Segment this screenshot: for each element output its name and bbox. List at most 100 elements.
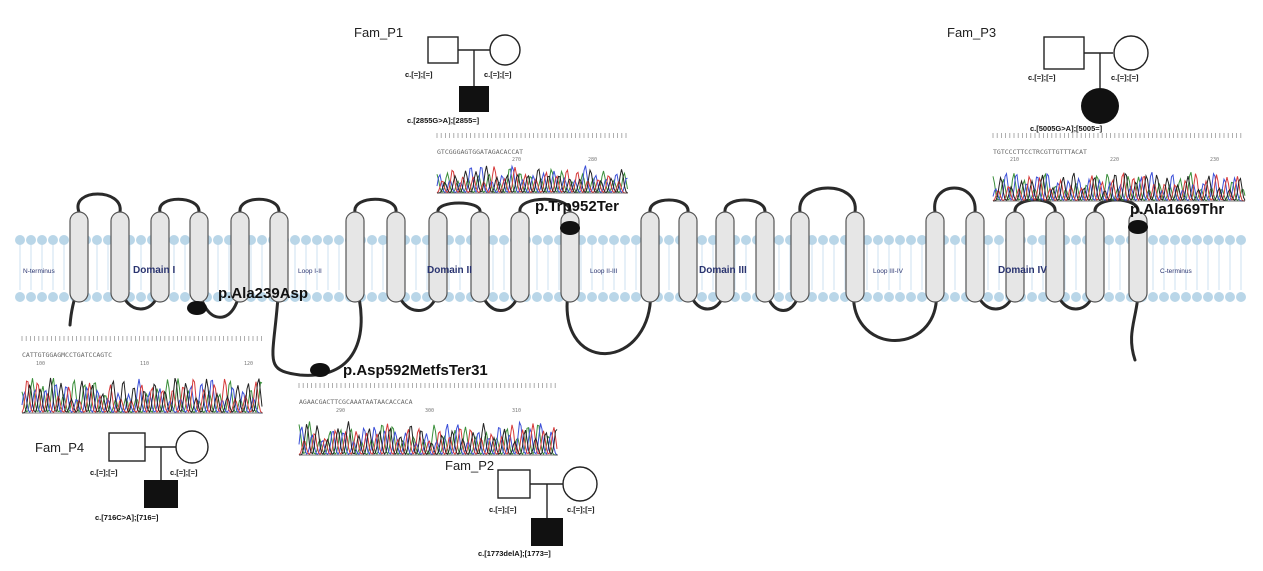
lipid-head-bottom xyxy=(1027,292,1037,302)
lipid-head-bottom xyxy=(884,292,894,302)
fam-p1-mother-symbol xyxy=(489,34,521,66)
lipid-head-top xyxy=(1192,235,1202,245)
fam-p1-proband-symbol xyxy=(459,86,489,112)
transmembrane-helix xyxy=(386,211,406,303)
asp592-base-ticks xyxy=(298,383,556,388)
trace-c xyxy=(992,172,1245,202)
domain-ii-label: Domain II xyxy=(427,265,472,276)
trp952ter-sequence: GTCGGGAGTGGATAGACACCAT xyxy=(437,148,523,156)
d1-extracellular-loop-3 xyxy=(238,197,281,214)
ala1669thr-position-1: 210 xyxy=(1010,157,1019,163)
lipid-head-bottom xyxy=(1214,292,1224,302)
trace-t xyxy=(21,378,263,414)
transmembrane-helix xyxy=(345,211,365,303)
lipid-head-top xyxy=(1104,235,1114,245)
lipid-head-bottom xyxy=(807,292,817,302)
fam-p4-mother-symbol xyxy=(175,430,209,464)
lipid-head-top xyxy=(1214,235,1224,245)
fam-p1-title: Fam_P1 xyxy=(354,25,403,40)
d3-extracellular-loop-3 xyxy=(798,186,857,214)
lipid-head-top xyxy=(26,235,36,245)
lipid-head-bottom xyxy=(301,292,311,302)
lipid-head-top xyxy=(1236,235,1246,245)
lipid-head-top xyxy=(378,235,388,245)
lipid-head-bottom xyxy=(664,292,674,302)
ala239asp-site-marker xyxy=(187,301,207,315)
transmembrane-helix xyxy=(110,211,130,303)
trp952ter-trace xyxy=(436,164,628,194)
transmembrane-helix xyxy=(640,211,660,303)
transmembrane-helix xyxy=(1128,211,1148,303)
lipid-head-bottom xyxy=(378,292,388,302)
lipid-head-bottom xyxy=(1236,292,1246,302)
transmembrane-helix xyxy=(715,211,735,303)
ala1669thr-label: p.Ala1669Thr xyxy=(1130,201,1224,218)
chromatogram-trp952ter: GTCGGGAGTGGATAGACACCAT 270 280 xyxy=(436,133,628,194)
lipid-head-bottom xyxy=(1203,292,1213,302)
lipid-head-top xyxy=(136,235,146,245)
transmembrane-helix xyxy=(230,211,250,303)
d3-extracellular-loop-1 xyxy=(648,198,690,214)
lipid-head-top xyxy=(1170,235,1180,245)
trace-a xyxy=(992,172,1246,202)
trace-c xyxy=(298,420,558,456)
lipid-head-top xyxy=(59,235,69,245)
lipid-head-bottom xyxy=(620,292,630,302)
transmembrane-helix xyxy=(678,211,698,303)
lipid-head-top xyxy=(312,235,322,245)
transmembrane-helix xyxy=(1045,211,1065,303)
lipid-head-top xyxy=(411,235,421,245)
lipid-head-bottom xyxy=(367,292,377,302)
lipid-head-bottom xyxy=(818,292,828,302)
lipid-head-bottom xyxy=(609,292,619,302)
fam-p3-mother-symbol xyxy=(1113,35,1149,71)
domain-iii-label: Domain III xyxy=(699,265,747,276)
lipid-head-top xyxy=(323,235,333,245)
chromatogram-ala239asp: CATTGTGGAGMCCTGATCCAGTC 100 110 120 xyxy=(21,336,263,414)
loop-i-ii-label: Loop I-II xyxy=(298,268,322,275)
lipid-head-bottom xyxy=(169,292,179,302)
trp952ter-position-2: 280 xyxy=(588,157,597,163)
lipid-head-bottom xyxy=(532,292,542,302)
d3-extracellular-loop-2 xyxy=(723,198,767,214)
transmembrane-helices xyxy=(69,211,1148,303)
lipid-head-bottom xyxy=(455,292,465,302)
lipid-head-top xyxy=(587,235,597,245)
fam-p2-father-symbol xyxy=(497,469,531,499)
lipid-head-bottom xyxy=(257,292,267,302)
asp592-position-2: 300 xyxy=(425,408,434,414)
lipid-head-bottom xyxy=(1104,292,1114,302)
lipid-head-bottom xyxy=(1071,292,1081,302)
domain-iv-label: Domain IV xyxy=(998,265,1047,276)
domain-i-label: Domain I xyxy=(133,265,175,276)
lipid-head-top xyxy=(829,235,839,245)
region-labels: N-terminus Domain I Loop I-II Domain II … xyxy=(23,265,1193,276)
ala239asp-position-1: 100 xyxy=(36,361,45,367)
lipid-head-bottom xyxy=(631,292,641,302)
lipid-head-top xyxy=(1203,235,1213,245)
fam-p1-mother-genotype: c.[=];[=] xyxy=(484,70,512,79)
fam-p3-title: Fam_P3 xyxy=(947,25,996,40)
fam-p2-proband-symbol xyxy=(531,518,563,546)
lipid-head-top xyxy=(1148,235,1158,245)
lipid-head-top xyxy=(92,235,102,245)
asp592-position-1: 290 xyxy=(336,408,345,414)
lipid-head-top xyxy=(884,235,894,245)
transmembrane-helix xyxy=(845,211,865,303)
d4-extracellular-loop-3 xyxy=(1093,198,1140,214)
lipid-head-bottom xyxy=(708,292,718,302)
ala239asp-sequence: CATTGTGGAGMCCTGATCCAGTC xyxy=(22,351,112,359)
lipid-head-bottom xyxy=(1192,292,1202,302)
fam-p4-proband-genotype: c.[716C>A];[716=] xyxy=(95,513,159,522)
lipid-head-bottom xyxy=(950,292,960,302)
trace-a xyxy=(437,165,628,194)
lipid-head-bottom xyxy=(48,292,58,302)
lipid-head-bottom xyxy=(697,292,707,302)
lipid-head-bottom xyxy=(1115,292,1125,302)
ala239asp-label: p.Ala239Asp xyxy=(218,285,308,302)
lipid-head-top xyxy=(1027,235,1037,245)
lipid-head-bottom xyxy=(411,292,421,302)
ala239asp-trace xyxy=(21,377,263,414)
d2-extracellular-loop-2 xyxy=(436,201,482,214)
lipid-head-top xyxy=(741,235,751,245)
